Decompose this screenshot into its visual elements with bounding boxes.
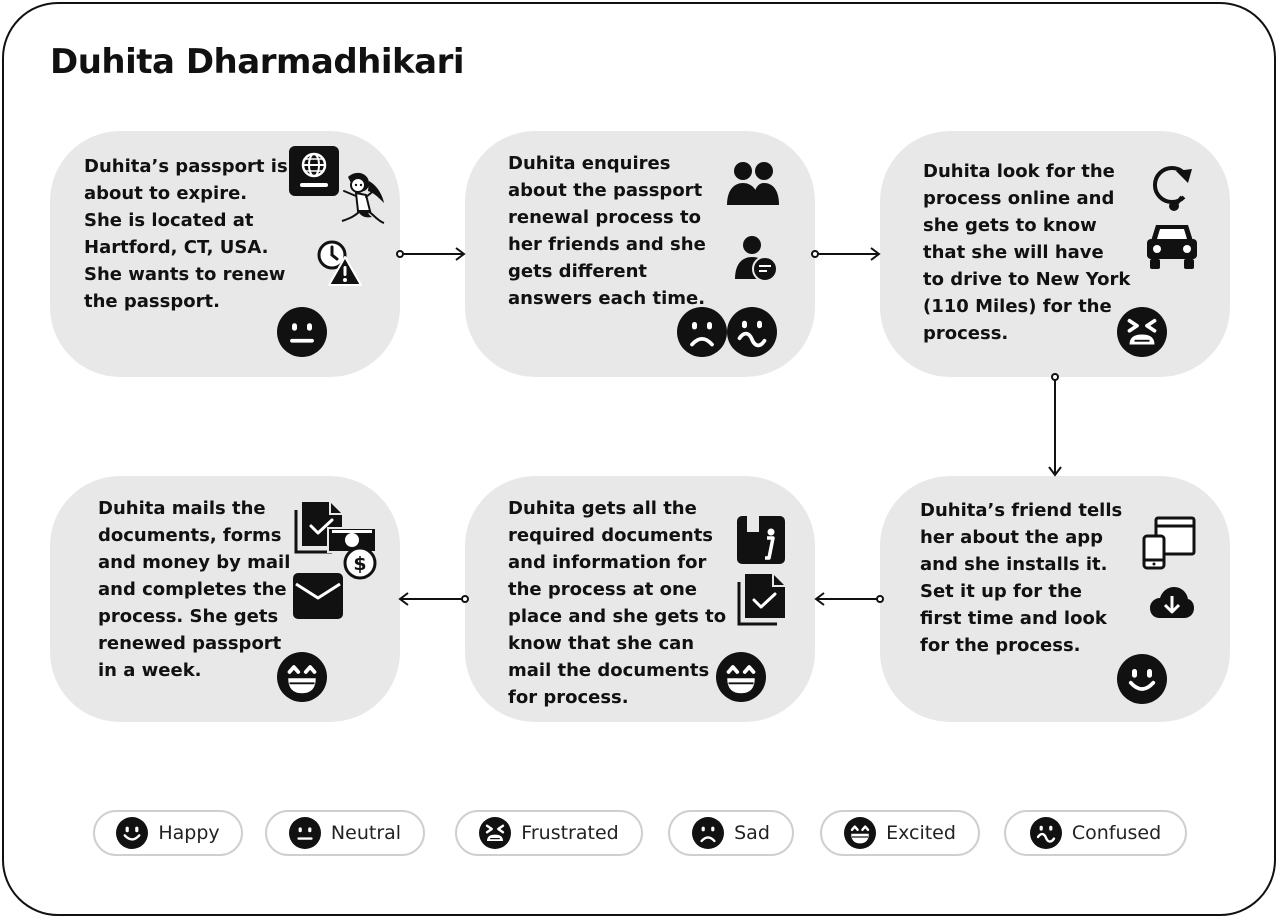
legend-excited: Excited bbox=[820, 810, 980, 856]
legend-label: Happy bbox=[158, 822, 220, 844]
user-chat-icon bbox=[735, 236, 778, 282]
legend-label: Sad bbox=[734, 822, 770, 844]
document-info-icon bbox=[737, 514, 785, 564]
connector-3-4 bbox=[1048, 373, 1062, 477]
cloud-download-icon bbox=[1150, 587, 1194, 618]
svg-text:$: $ bbox=[353, 553, 366, 575]
legend-neutral: Neutral bbox=[265, 810, 425, 856]
frustrated-face-icon bbox=[479, 817, 511, 849]
excited-face-icon bbox=[844, 817, 876, 849]
woman-flying-icon bbox=[341, 172, 385, 224]
document-check-icon bbox=[737, 574, 785, 626]
legend-confused: Confused bbox=[1004, 810, 1187, 856]
legend-label: Confused bbox=[1071, 822, 1162, 844]
legend-label: Excited bbox=[886, 822, 956, 844]
sad-face-icon bbox=[692, 817, 724, 849]
location-route-icon bbox=[1152, 166, 1192, 211]
neutral-face-icon bbox=[289, 817, 321, 849]
passport-icon bbox=[289, 146, 339, 196]
group-icon bbox=[727, 162, 779, 205]
connector-1-2 bbox=[396, 247, 466, 261]
clock-warning-icon bbox=[317, 240, 362, 286]
confused-face-icon bbox=[1030, 817, 1062, 849]
connector-5-6 bbox=[398, 592, 469, 606]
devices-icon bbox=[1142, 516, 1196, 570]
legend-sad: Sad bbox=[668, 810, 794, 856]
connector-2-3 bbox=[811, 247, 881, 261]
legend-label: Frustrated bbox=[521, 822, 619, 844]
connector-4-5 bbox=[814, 592, 884, 606]
legend-label: Neutral bbox=[330, 822, 402, 844]
legend-happy: Happy bbox=[93, 810, 243, 856]
happy-face-icon bbox=[116, 817, 148, 849]
persona-title: Duhita Dharmadhikari bbox=[50, 42, 465, 82]
envelope-icon bbox=[293, 573, 343, 619]
legend-frustrated: Frustrated bbox=[455, 810, 643, 856]
car-icon bbox=[1147, 225, 1197, 269]
document-money-icon: $ bbox=[294, 502, 377, 580]
